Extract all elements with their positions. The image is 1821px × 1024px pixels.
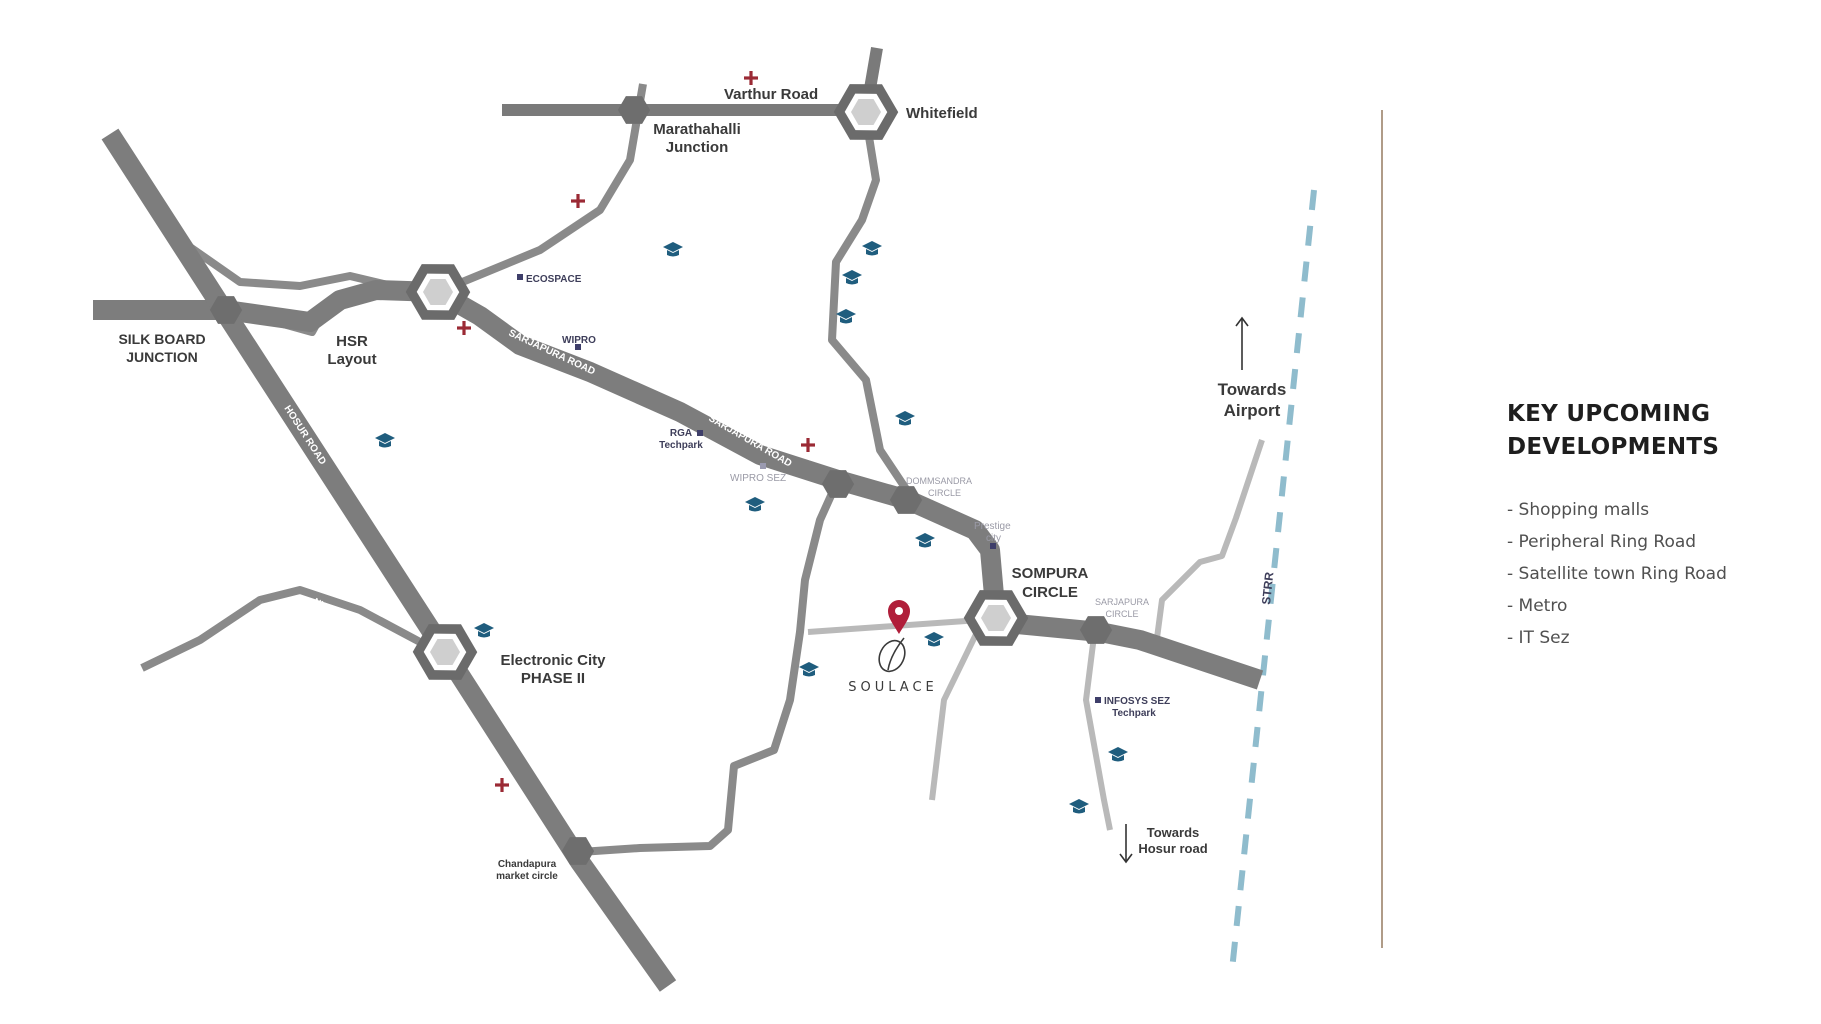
infosys-marker	[1095, 697, 1101, 703]
legend-list: - Shopping malls - Peripheral Ring Road …	[1507, 494, 1807, 654]
hospital-cross-icon	[455, 319, 473, 337]
hospital-cross-icon	[799, 436, 817, 454]
soulace-brand-label: SOULACE	[848, 680, 938, 695]
hospital-cross-icon	[742, 69, 760, 87]
strr-label: STRR	[1259, 571, 1276, 605]
whitefield-dommasandra-road	[828, 111, 912, 495]
varthur-road-label: Varthur Road	[724, 86, 818, 103]
electronic-city-label-1: Electronic City	[500, 652, 606, 669]
prestige-label-2: city	[986, 533, 1001, 544]
infosys-label-1: INFOSYS SEZ	[1104, 696, 1170, 707]
rga-label-2: Techpark	[659, 440, 703, 451]
legend-item: - Shopping malls	[1507, 500, 1650, 520]
dommasandra-label-1: DOMMSANDRA	[906, 476, 972, 486]
strr-road	[1229, 189, 1317, 971]
sompura-label-2: CIRCLE	[1022, 584, 1078, 601]
chandapura-label-2: market circle	[496, 871, 558, 882]
graduation-cap-icon	[663, 242, 683, 257]
electronic-city-label-2: PHASE II	[521, 670, 585, 687]
hosur-road-label: HOSUR ROAD	[281, 404, 327, 467]
sarjapura-circle-label-2: CIRCLE	[1105, 609, 1138, 619]
dommasandra-label-2: CIRCLE	[928, 488, 961, 498]
towards-hosur-label-1: Towards	[1147, 825, 1200, 840]
arrow-up-icon	[1235, 316, 1249, 370]
sarjapura-circle-label-1: SARJAPURA	[1095, 597, 1149, 607]
graduation-cap-icon	[862, 241, 882, 256]
silk-board-label-2: JUNCTION	[126, 349, 198, 365]
graduation-cap-icon	[375, 433, 395, 448]
graduation-cap-icon	[895, 411, 915, 426]
wipro-sez-label: WIPRO SEZ	[730, 473, 786, 484]
divider	[1381, 110, 1383, 948]
prestige-marker	[990, 543, 996, 549]
legend-item: - Satellite town Ring Road	[1507, 564, 1727, 584]
hosur-link-road	[1083, 635, 1113, 831]
whitefield-label: Whitefield	[906, 105, 978, 122]
legend-title: KEY UPCOMING DEVELOPMENTS	[1507, 398, 1807, 464]
silk-board-label-1: SILK BOARD	[118, 331, 205, 347]
hospital-cross-icon	[569, 192, 587, 210]
sarjapura-road	[433, 283, 1006, 619]
towards-hosur-label-2: Hosur road	[1138, 841, 1207, 856]
hospital-cross-icon	[493, 776, 511, 794]
nice-road	[140, 586, 422, 672]
marathahalli-label-1: Marathahalli	[653, 121, 741, 138]
marathahalli-label-2: Junction	[666, 139, 729, 156]
hsr-junction-icon	[397, 250, 479, 334]
silk-board-road	[93, 280, 439, 332]
arrow-down-icon	[1119, 824, 1133, 864]
legend-title-line-2: DEVELOPMENTS	[1507, 434, 1720, 460]
soulace-connector	[807, 617, 981, 635]
ecospace-marker	[517, 274, 523, 280]
hsr-loop-road	[184, 241, 393, 290]
west-loop-road	[579, 478, 842, 856]
rga-marker	[697, 430, 703, 436]
soulace-logo-icon	[878, 637, 906, 673]
graduation-cap-icon	[1108, 747, 1128, 762]
ecospace-label: ECOSPACE	[526, 274, 582, 285]
rga-label-1: RGA	[670, 428, 692, 439]
legend-item: - Metro	[1507, 596, 1568, 616]
graduation-cap-icon	[842, 270, 862, 285]
legend-item: - Peripheral Ring Road	[1507, 532, 1697, 552]
towards-airport-label-1: Towards	[1218, 380, 1287, 399]
graduation-cap-icon	[924, 632, 944, 647]
towards-airport-label-2: Airport	[1224, 401, 1281, 420]
sompura-east-road	[995, 612, 1264, 690]
hsr-label-1: HSR	[336, 333, 368, 350]
infosys-label-2: Techpark	[1112, 708, 1156, 719]
south-road-west	[929, 624, 983, 801]
graduation-cap-icon	[799, 662, 819, 677]
prestige-label-1: Prestige	[974, 521, 1011, 532]
graduation-cap-icon	[474, 623, 494, 638]
graduation-cap-icon	[836, 309, 856, 324]
location-pin-icon	[888, 600, 910, 634]
airport-road	[1154, 439, 1265, 639]
legend-title-line-1: KEY UPCOMING	[1507, 401, 1711, 427]
legend-item: - IT Sez	[1507, 628, 1570, 648]
wipro-marker	[575, 344, 581, 350]
key-developments-panel: KEY UPCOMING DEVELOPMENTS - Shopping mal…	[1507, 398, 1807, 654]
marathahalli-hsr-road	[436, 83, 647, 296]
hsr-label-2: Layout	[327, 351, 376, 368]
sompura-label-1: SOMPURA	[1012, 565, 1089, 582]
graduation-cap-icon	[1069, 799, 1089, 814]
graduation-cap-icon	[745, 497, 765, 512]
chandapura-label-1: Chandapura	[498, 859, 557, 870]
wipro-sez-marker	[760, 463, 766, 469]
graduation-cap-icon	[915, 533, 935, 548]
wipro-label: WIPRO	[562, 335, 596, 346]
